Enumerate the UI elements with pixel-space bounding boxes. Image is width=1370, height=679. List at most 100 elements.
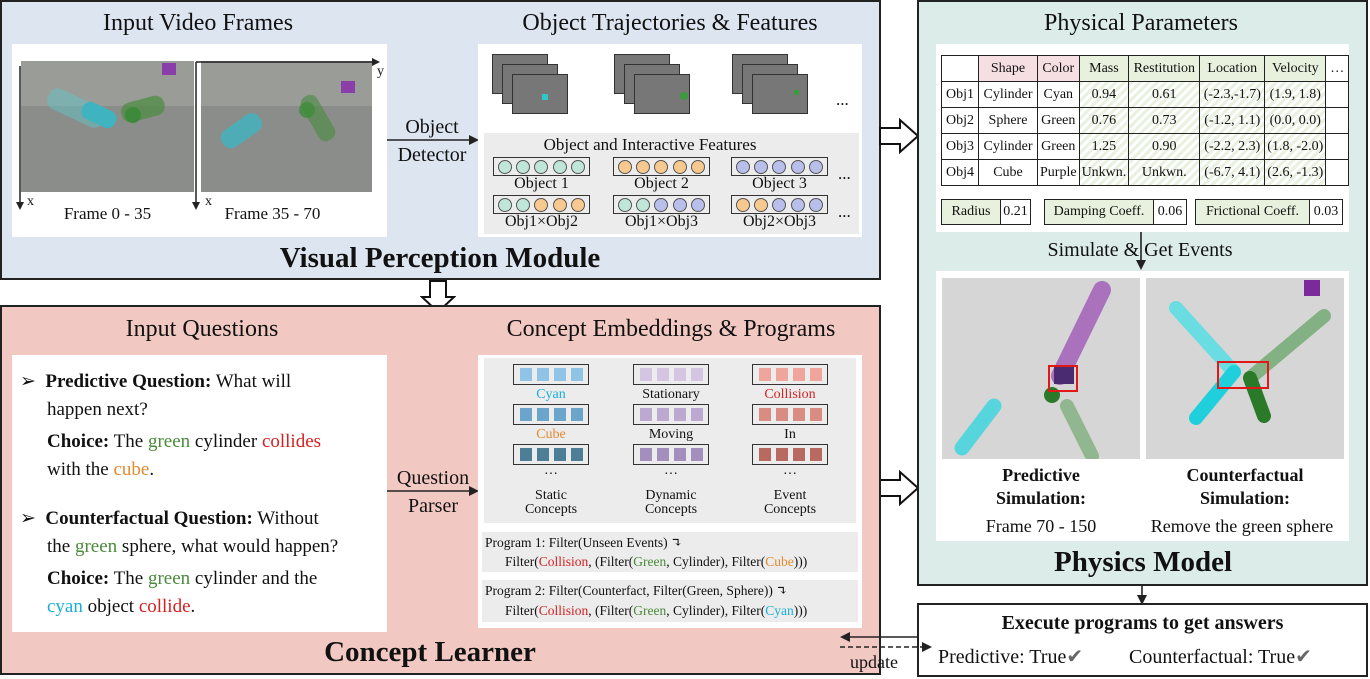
trajectory-stack-3 <box>732 54 812 118</box>
pair23-label: Obj2×Obj3 <box>742 213 817 230</box>
moving-embedding <box>633 404 709 425</box>
concept-in: In <box>784 427 796 442</box>
simulate-arrow <box>1136 232 1146 270</box>
questions-title: Input Questions <box>125 316 279 342</box>
execute-arrow <box>1137 585 1147 605</box>
video-frame-image <box>201 61 372 192</box>
physics-model-title: Physics Model <box>1053 546 1233 578</box>
object3-feature-vector <box>731 157 828 176</box>
event-ellipsis: … <box>783 463 797 478</box>
program-2-line-2: Filter(Collision, (Filter(Green, Cylinde… <box>505 603 808 618</box>
embeddings-title: Concept Embeddings & Programs <box>506 316 836 342</box>
program-1-line-2: Filter(Collision, (Filter(Green, Cylinde… <box>505 554 808 569</box>
parser-label-1: Question <box>396 467 470 489</box>
predictive-simulation-image <box>942 278 1140 463</box>
pair12-feature-vector <box>493 195 590 214</box>
program-1-line-1: Program 1: Filter(Unseen Events) ↴ <box>485 535 683 550</box>
counterfactual-sim-label-1: Counterfactual <box>1186 465 1304 485</box>
arrow-to-physics-1 <box>879 118 920 154</box>
features-ellipsis-2: ... <box>838 202 851 221</box>
concept-collision: Collision <box>764 387 816 402</box>
detector-label-2: Detector <box>397 144 467 166</box>
in-embedding <box>752 404 828 425</box>
predictive-sim-frames: Frame 70 - 150 <box>985 516 1097 536</box>
friction-param: Frictional Coeff.0.03 <box>1195 199 1343 225</box>
params-table: Shape Color Mass Restitution Location Ve… <box>941 55 1350 186</box>
pair13-label: Obj1×Obj3 <box>624 213 699 230</box>
predictive-choice: Choice: The green cylinder collides with… <box>47 431 322 480</box>
simulate-label: Simulate & Get Events <box>1047 239 1233 261</box>
trajectory-stack-2 <box>614 54 694 118</box>
execute-box <box>917 603 1368 677</box>
arrow-down-to-learner <box>420 280 456 314</box>
arrow-to-physics-2 <box>879 470 920 506</box>
concept-learner-title: Concept Learner <box>324 636 536 668</box>
dynamic-embedding-3 <box>633 444 709 465</box>
counterfactual-question-label: Counterfactual Question: <box>45 508 253 529</box>
program-2-panel <box>482 580 858 622</box>
axis-x-label-2: x <box>205 194 212 209</box>
program-1-panel <box>482 532 858 572</box>
features-ellipsis-1: ... <box>838 164 851 183</box>
counterfactual-sim-label-2: Simulation: <box>1199 488 1291 508</box>
check-icon: ✔ <box>1295 646 1312 668</box>
video-frame-35-70 <box>201 61 372 192</box>
object3-label: Object 3 <box>752 175 807 192</box>
predictive-question-label: Predictive Question: <box>45 371 212 392</box>
input-frames-title: Input Video Frames <box>102 10 294 36</box>
concept-panel <box>484 358 856 523</box>
trajectories-title: Object Trajectories & Features <box>522 10 818 36</box>
object2-label: Object 2 <box>634 175 689 192</box>
cyan-embedding <box>513 364 589 385</box>
dynamic-ellipsis: … <box>664 463 678 478</box>
axis-x-label: x <box>27 194 34 209</box>
pair23-feature-vector <box>731 195 828 214</box>
object2-feature-vector <box>613 157 710 176</box>
concept-cyan: Cyan <box>536 387 566 402</box>
static-ellipsis: … <box>544 463 558 478</box>
predictive-question: ➢ Predictive Question: What will happen … <box>20 371 292 420</box>
predictive-sim-label-2: Simulation: <box>995 488 1087 508</box>
event-embedding-3 <box>752 444 828 465</box>
pair12-label: Obj1×Obj2 <box>504 213 579 230</box>
check-icon: ✔ <box>1066 646 1084 668</box>
counterfactual-choice: Choice: The green cylinder and the cyan … <box>47 568 318 617</box>
program-2-line-1: Program 2: Filter(Counterfact, Filter(Gr… <box>485 583 788 598</box>
collision-embedding <box>752 364 828 385</box>
static-embedding-3 <box>513 444 589 465</box>
predictive-sim-label-1: Predictive <box>1002 465 1080 485</box>
concept-moving: Moving <box>648 427 694 442</box>
features-panel <box>484 133 859 234</box>
counterfactual-result: Counterfactual: True✔ <box>1129 646 1312 668</box>
cube-embedding <box>513 404 589 425</box>
detector-label-1: Object <box>405 116 459 138</box>
concept-cube: Cube <box>536 427 566 442</box>
questions-panel <box>12 355 387 632</box>
damping-param: Damping Coeff.0.06 <box>1044 199 1187 225</box>
frame1-label: Frame 0 - 35 <box>63 204 152 223</box>
params-title: Physical Parameters <box>1044 10 1238 36</box>
parser-arrow <box>387 486 479 496</box>
trajectory-stack-1 <box>492 54 572 118</box>
update-label: update <box>850 652 898 672</box>
parser-label-2: Parser <box>408 495 458 517</box>
trajectory-ellipsis: ... <box>836 90 849 109</box>
counterfactual-sim-desc: Remove the green sphere <box>1150 516 1334 536</box>
object1-feature-vector <box>493 157 590 176</box>
video-frame-image <box>21 61 194 192</box>
visual-module-title: Visual Perception Module <box>279 242 601 274</box>
pair13-feature-vector <box>613 195 710 214</box>
update-arrows <box>840 632 932 652</box>
stationary-embedding <box>633 364 709 385</box>
params-table-header: Shape Color Mass Restitution Location Ve… <box>941 55 1350 82</box>
video-frame-0-35 <box>21 61 194 192</box>
frame2-label: Frame 35 - 70 <box>224 204 321 223</box>
